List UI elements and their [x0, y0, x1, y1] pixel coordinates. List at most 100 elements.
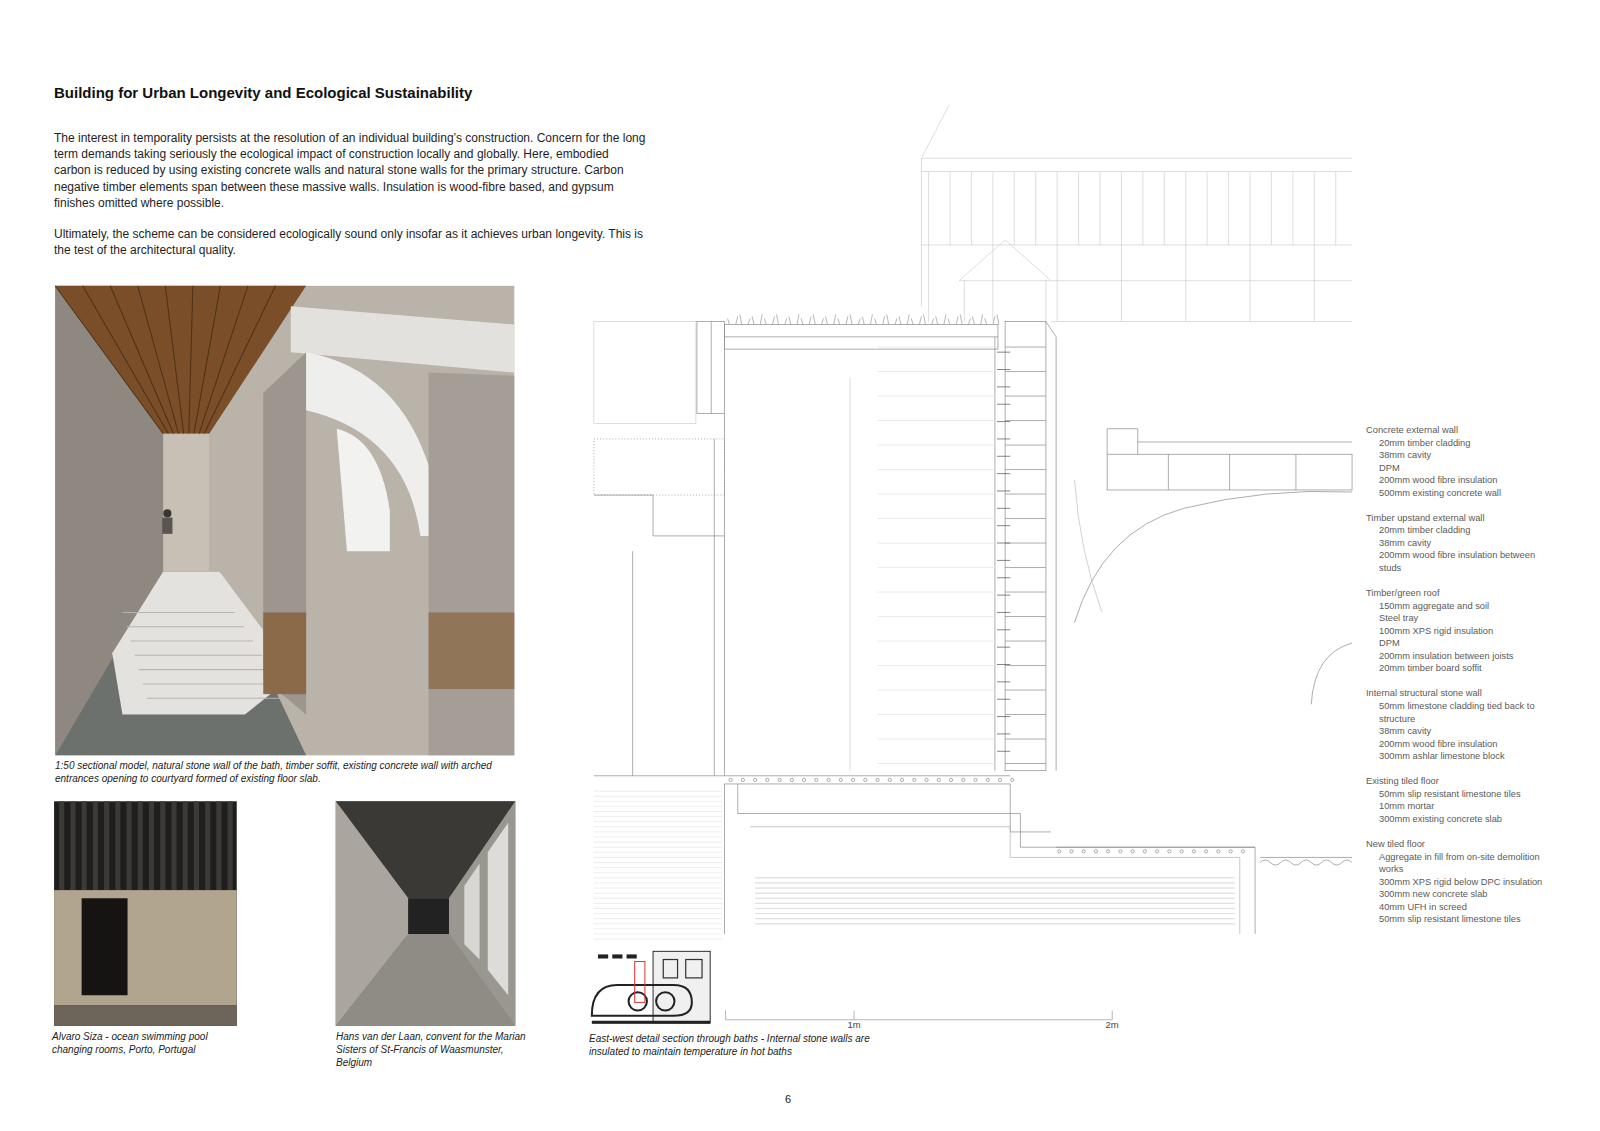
detail-section-part-part [972, 316, 974, 324]
detail-section-part-part [1005, 641, 1046, 642]
specification-list: Concrete external wall20mm timber claddi… [1366, 424, 1556, 926]
detail-section-part-part [1082, 850, 1085, 853]
detail-section-part-part [594, 837, 723, 838]
spec-heading: Timber upstand external wall [1366, 512, 1556, 525]
detail-section-part-part [864, 778, 867, 781]
detail-section-part-part [878, 763, 995, 764]
detail-section-part-part [760, 314, 762, 324]
spec-item: 38mm cavity [1366, 537, 1556, 550]
detail-section-part-part [594, 933, 723, 934]
detail-section-part [724, 783, 1010, 784]
detail-section-part-part [993, 316, 995, 324]
detail-section-part-part-part [928, 171, 929, 321]
detail-section-part [714, 439, 715, 776]
detail-section-part [1074, 491, 1352, 622]
detail-section-part-part [755, 877, 1235, 878]
detail-section-part-part [725, 1011, 726, 1020]
detail-section-part [738, 784, 1255, 934]
spec-item: 200mm wood fibre insulation between stud… [1366, 549, 1556, 574]
spec-item: 20mm timber cladding [1366, 524, 1556, 537]
detail-section-part-part [997, 525, 1010, 526]
detail-section-part-part [1005, 420, 1046, 421]
detail-section-part-part [736, 316, 738, 324]
detail-section-part-part [802, 778, 805, 781]
detail-section-part-part [911, 318, 913, 324]
detail-section-part-part [968, 318, 970, 324]
detail-section-part-part-part [971, 171, 972, 244]
detail-section-part-part [878, 396, 995, 397]
detail-section-part [1311, 643, 1352, 704]
key-plan [592, 951, 710, 1023]
siza-photo-part [54, 801, 237, 1026]
key-plan-part [612, 954, 622, 958]
detail-section-part-part [815, 778, 818, 781]
detail-section-part-part [594, 811, 723, 812]
detail-section-part-part [921, 158, 1352, 159]
detail-section-part-part [878, 371, 995, 372]
model-photo-part [162, 518, 172, 534]
siza-photo-part-part [183, 801, 188, 890]
detail-section-part-part [594, 796, 723, 797]
siza-photo-part-part [194, 801, 199, 890]
detail-section-part-part [755, 923, 1235, 924]
detail-section-part-part [789, 316, 791, 324]
detail-section-part [1260, 857, 1352, 858]
detail-section-part-part [813, 314, 815, 324]
detail-section-part-part [878, 494, 995, 495]
detail-section-part-part [919, 316, 921, 324]
model-photo-part-part [138, 286, 179, 434]
detail-section-part-part-part [1228, 171, 1229, 244]
detail-section-part-part [874, 318, 876, 324]
key-plan-part [592, 985, 692, 1016]
detail-section-part [1107, 454, 1352, 490]
photo-caption: Alvaro Siza - ocean swimming pool changi… [52, 1030, 242, 1056]
detail-section-part-part [997, 733, 1010, 734]
detail-section-part-part [1168, 850, 1171, 853]
detail-section-part-part [1005, 371, 1046, 372]
detail-section-part-part [1107, 850, 1110, 853]
detail-section-part [594, 439, 725, 495]
siza-photo-part-part [59, 801, 64, 890]
detail-section-part [1229, 454, 1230, 490]
detail-section-part-part [1156, 850, 1159, 853]
detail-section-part-part [878, 665, 995, 666]
detail-section-part [711, 322, 712, 414]
detail-section-part-part [755, 882, 1235, 883]
detail-section-part-part-part [1292, 171, 1293, 244]
detail-section-part-part [997, 456, 1010, 457]
detail-section-part-part [936, 316, 938, 324]
van-der-laan-photo-part [449, 801, 515, 1026]
spec-item: DPM [1366, 637, 1556, 650]
detail-section-part-part [878, 592, 995, 593]
spec-item: 50mm slip resistant limestone tiles [1366, 788, 1556, 801]
detail-section-part-part [846, 316, 848, 324]
detail-section-part-part [878, 420, 995, 421]
detail-section-part [724, 325, 997, 349]
model-photo-part [163, 509, 171, 517]
detail-section-part [878, 347, 1046, 763]
detail-section-part-part [729, 778, 732, 781]
model-photo-part-part [110, 286, 173, 434]
scale-label: 2m [1105, 1019, 1118, 1030]
detail-section-part-part-part [1057, 171, 1058, 321]
detail-section-part [724, 336, 997, 337]
detail-section-part-part [929, 171, 1336, 321]
detail-section-part-part [594, 847, 723, 848]
detail-section-part [1046, 322, 1056, 771]
spec-heading: New tiled floor [1366, 838, 1556, 851]
spec-item: 200mm wood fibre insulation [1366, 738, 1556, 751]
van-der-laan-photo-part [464, 864, 479, 960]
detail-section-part-part [764, 318, 766, 324]
detail-section-part-part [878, 714, 995, 715]
detail-section-part-part-part [1250, 171, 1251, 321]
detail-section-part-part [1005, 396, 1046, 397]
model-photo-part-part [55, 286, 163, 434]
key-plan-part [629, 992, 647, 1010]
spec-item: 50mm slip resistant limestone tiles [1366, 913, 1556, 926]
detail-section-part-part [878, 543, 995, 544]
detail-section-part-part [997, 473, 1010, 474]
key-plan-part [627, 954, 637, 958]
model-photo-part [163, 434, 209, 572]
detail-section-part-part [962, 778, 965, 781]
detail-section-part-part [728, 318, 730, 324]
